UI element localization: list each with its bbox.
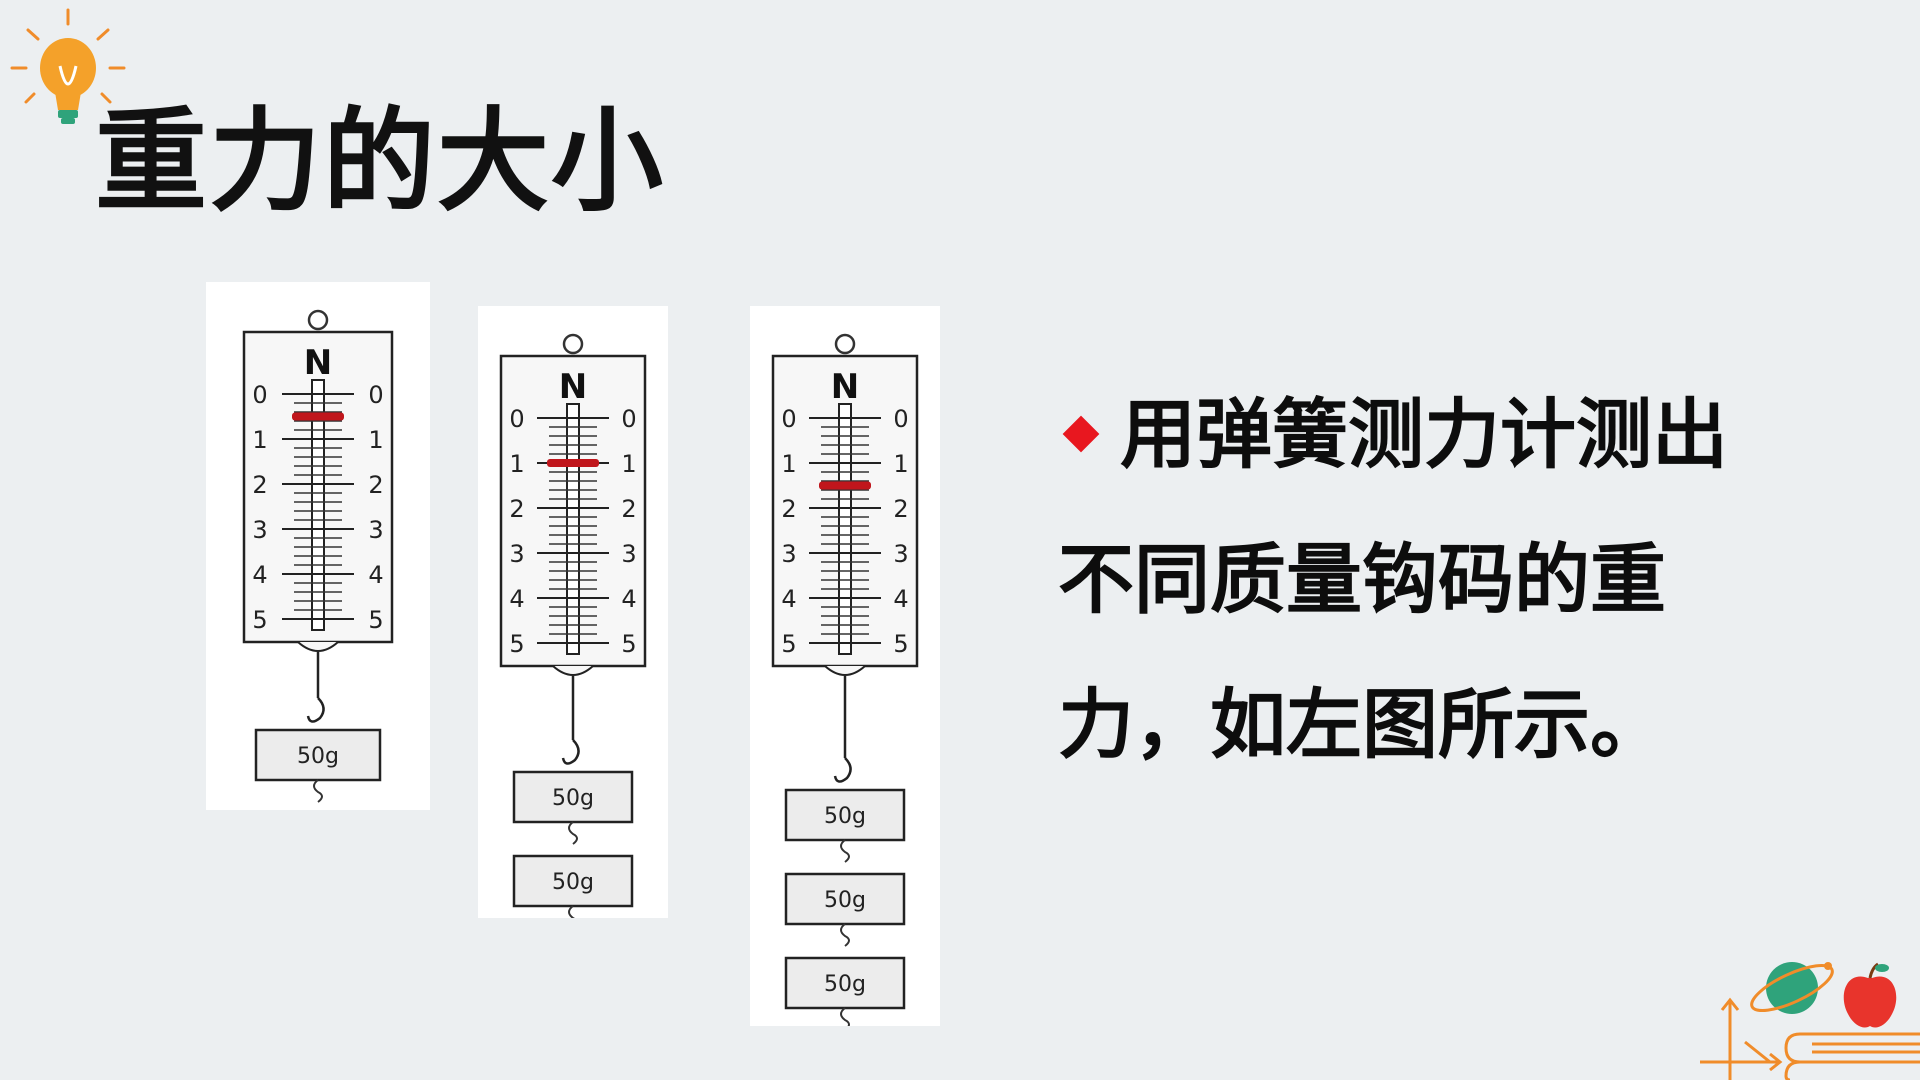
- tick-label: 5: [781, 630, 796, 658]
- tick-label: 1: [893, 450, 908, 478]
- tick-label: 4: [781, 585, 796, 613]
- tick-label: 0: [781, 405, 796, 433]
- tick-label: 2: [621, 495, 636, 523]
- tick-label: 0: [893, 405, 908, 433]
- body-text-content: 用弹簧测力计测出不同质量钩码的重力，如左图所示。: [1058, 390, 1728, 769]
- tick-label: 5: [252, 606, 267, 634]
- scale-neck: [297, 641, 339, 652]
- scale-tube: [838, 403, 852, 655]
- tick-label: 1: [621, 450, 636, 478]
- hook: [306, 697, 325, 723]
- unit-label: N: [559, 367, 587, 407]
- weight-block: [254, 728, 382, 782]
- tick-label: 1: [781, 450, 796, 478]
- tick-label: 5: [509, 630, 524, 658]
- weight-label: 50g: [824, 888, 866, 913]
- weight-block: [784, 788, 906, 842]
- weight-hook: [840, 839, 850, 863]
- weight-hook: [568, 821, 578, 845]
- tick-label: 0: [509, 405, 524, 433]
- tick-label: 2: [893, 495, 908, 523]
- tick-label: 5: [893, 630, 908, 658]
- weight-hook: [568, 905, 575, 918]
- book-stack: [1784, 1032, 1920, 1080]
- unit-label: N: [304, 343, 332, 383]
- weight-hook: [840, 1007, 850, 1026]
- tick-label: 0: [621, 405, 636, 433]
- hook: [833, 757, 852, 783]
- pointer: [292, 412, 344, 421]
- tick-label: 2: [252, 471, 267, 499]
- spring-scale-figure-3: N 0 0 1 1 2 2 3 3 4 4 5 5 50g 50g 50g: [750, 306, 940, 1026]
- tick-label: 1: [252, 426, 267, 454]
- apple-icon: [1843, 962, 1897, 1028]
- tick-label: 4: [621, 585, 636, 613]
- tick-label: 0: [368, 381, 383, 409]
- tick-label: 4: [252, 561, 267, 589]
- diamond-bullet-icon: [1062, 415, 1100, 453]
- tick-label: 3: [781, 540, 796, 568]
- tick-label: 5: [621, 630, 636, 658]
- scale-neck: [824, 665, 866, 676]
- top-ring: [562, 333, 584, 355]
- scale-tube: [311, 379, 325, 631]
- tick-label: 2: [509, 495, 524, 523]
- weight-label: 50g: [824, 972, 866, 997]
- tick-label: 5: [368, 606, 383, 634]
- tick-label: 1: [368, 426, 383, 454]
- top-ring: [307, 309, 329, 331]
- spring-scale-figure-1: N 0 0 1 1 2 2 3 3 4 4 5 5 50g: [206, 282, 430, 810]
- planet-icon: [1750, 962, 1834, 1014]
- corner-decoration: [1700, 962, 1920, 1080]
- hook: [561, 739, 580, 765]
- weight-label: 50g: [552, 870, 594, 895]
- weight-hook: [313, 779, 323, 803]
- scale-neck: [552, 665, 594, 676]
- tick-label: 3: [893, 540, 908, 568]
- axis-arrow-icon: [1700, 997, 1783, 1080]
- pointer: [819, 481, 871, 490]
- tick-label: 0: [252, 381, 267, 409]
- tick-label: 3: [509, 540, 524, 568]
- tick-label: 2: [368, 471, 383, 499]
- tick-label: 3: [368, 516, 383, 544]
- tick-label: 4: [509, 585, 524, 613]
- tick-label: 1: [509, 450, 524, 478]
- unit-label: N: [831, 367, 859, 407]
- tick-label: 4: [368, 561, 383, 589]
- spring-scale-figure-2: N 0 0 1 1 2 2 3 3 4 4 5 5 50g 50g: [478, 306, 668, 918]
- weight-label: 50g: [552, 786, 594, 811]
- pointer: [547, 459, 599, 467]
- body-text: 用弹簧测力计测出不同质量钩码的重力，如左图所示。: [1058, 362, 1798, 797]
- tick-label: 4: [893, 585, 908, 613]
- weight-label: 50g: [297, 744, 339, 769]
- weight-hook: [840, 923, 850, 947]
- tick-label: 3: [252, 516, 267, 544]
- slide-title: 重力的大小: [95, 97, 665, 227]
- tick-label: 2: [781, 495, 796, 523]
- weight-label: 50g: [824, 804, 866, 829]
- tick-label: 3: [621, 540, 636, 568]
- lightbulb-icon: [10, 8, 126, 124]
- top-ring: [834, 333, 856, 355]
